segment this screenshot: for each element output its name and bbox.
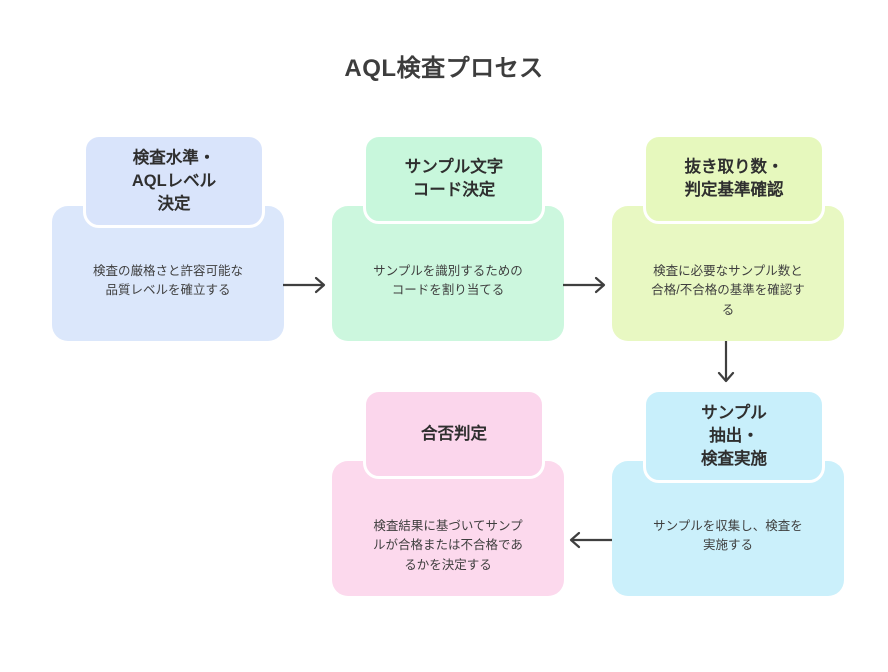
flow-node-header-step-5: 合否判定 [363,389,545,479]
connector-arrow-down-step3-step4 [714,341,738,389]
flow-node-title-step-1: 検査水準・ AQLレベル 決定 [131,149,217,213]
flow-node-description-step-3: 検査に必要なサンプル数と 合格/不合格の基準を確認す る [651,264,805,317]
connector-arrow-right-step1-step2 [283,273,333,297]
flow-node-body-step-2: サンプルを識別するための コードを割り当てる [332,206,564,341]
connector-arrow-left-step4-step5 [563,528,613,552]
flow-node-header-step-2: サンプル文字 コード決定 [363,134,545,224]
flow-node-description-step-2: サンプルを識別するための コードを割り当てる [373,264,523,298]
connector-arrow-right-step2-step3 [563,273,613,297]
page-title: AQL検査プロセス [344,55,544,82]
flow-node-title-step-5: 合否判定 [421,424,487,443]
flow-node-header-step-1: 検査水準・ AQLレベル 決定 [83,134,265,229]
flow-node-title-step-2: サンプル文字 コード決定 [404,158,504,199]
flow-node-description-step-5: 検査結果に基づいてサンプ ルが合格または不合格であ るかを決定する [373,519,523,572]
flow-node-description-step-4: サンプルを収集し、検査を 実施する [653,519,803,553]
flow-node-title-step-3: 抜き取り数・ 判定基準確認 [684,158,784,199]
flow-node-title-step-4: サンプル 抽出・ 検査実施 [701,404,767,468]
flow-node-header-step-3: 抜き取り数・ 判定基準確認 [643,134,825,224]
flow-node-header-step-4: サンプル 抽出・ 検査実施 [643,389,825,484]
flow-node-body-step-5: 検査結果に基づいてサンプ ルが合格または不合格であ るかを決定する [332,461,564,596]
flow-node-body-step-3: 検査に必要なサンプル数と 合格/不合格の基準を確認す る [612,206,844,341]
flow-node-body-step-1: 検査の厳格さと許容可能な 品質レベルを確立する [52,206,284,341]
flow-node-description-step-1: 検査の厳格さと許容可能な 品質レベルを確立する [92,264,243,298]
flow-node-body-step-4: サンプルを収集し、検査を 実施する [612,461,844,596]
